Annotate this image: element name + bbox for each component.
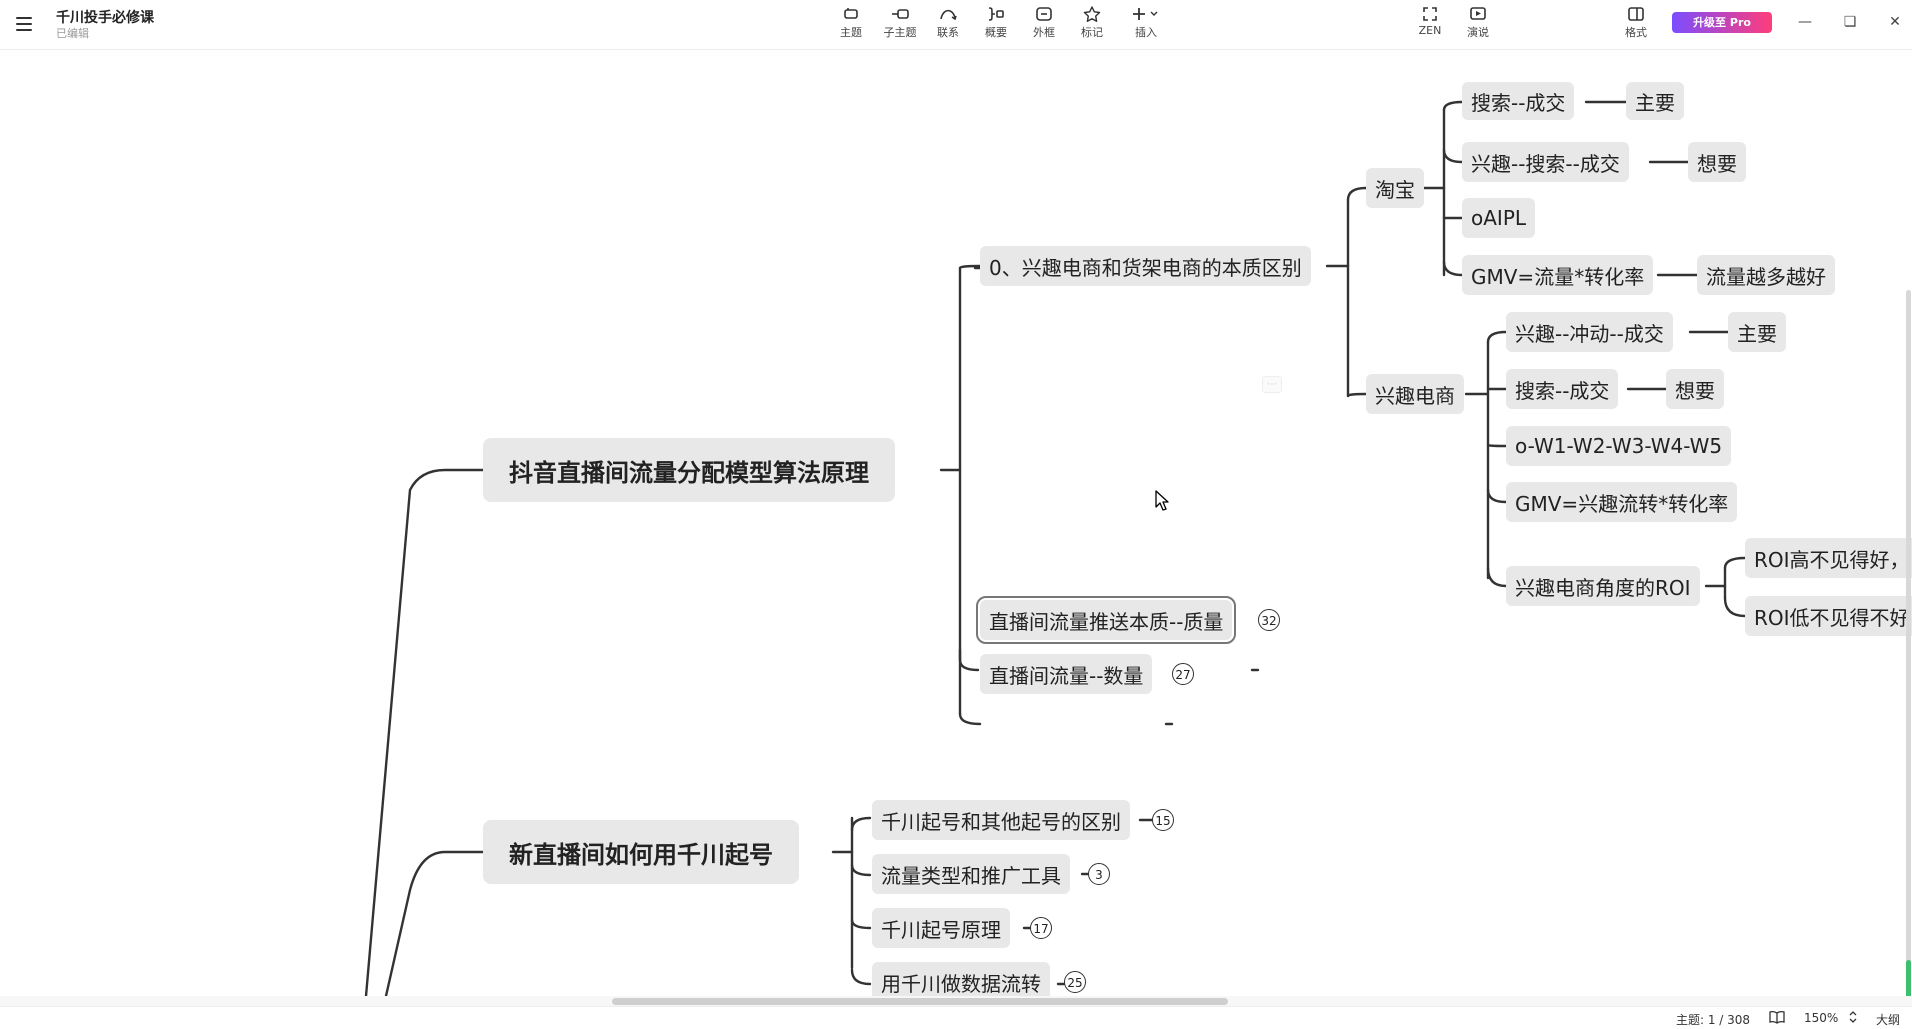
scroll-position-marker [1906,960,1911,1000]
zoom-level[interactable]: 150% [1804,1011,1839,1025]
topic-button[interactable]: 主题 [829,4,873,44]
vertical-scroll-thumb[interactable] [1906,290,1911,970]
top-toolbar: 千川投手必修课 已编辑 主题 子主题 联系 概要 外框 标记 插入 ZEN 演说… [0,0,1912,50]
topic-gmv-traffic[interactable]: GMV=流量*转化率 [1462,255,1654,295]
present-label: 演说 [1467,26,1489,39]
topic-gmv-interest[interactable]: GMV=兴趣流转*转化率 [1506,482,1738,522]
main-topic-qianchuan-start[interactable]: 新直播间如何用千川起号 [483,820,799,884]
mindmap-canvas[interactable]: 抖音直播间流量分配模型算法原理 新直播间如何用千川起号 0、兴趣电商和货架电商的… [0,50,1912,996]
topic-icon [844,8,858,19]
topic-traffic-quality[interactable]: 直播间流量推送本质--质量 [975,596,1237,644]
topic-interest-ecommerce[interactable]: 兴趣电商 [1366,374,1464,414]
vertical-scrollbar[interactable] [1904,50,1912,1000]
horizontal-scrollbar[interactable] [0,996,1912,1006]
minimize-icon[interactable]: — [1798,14,1812,30]
topic-search-deal[interactable]: 搜索--成交 [1506,369,1619,409]
topic-roi-low[interactable]: ROI低不见得不好 [1745,596,1912,636]
drop-hint-ghost: ⋯ [1262,376,1282,393]
plus-icon [1133,8,1158,20]
mouse-cursor-icon [1155,490,1169,511]
boundary-button[interactable]: 外框 [1022,4,1066,44]
topic-ecommerce-difference[interactable]: 0、兴趣电商和货架电商的本质区别 [980,246,1311,286]
document-title[interactable]: 千川投手必修课 [56,10,154,26]
collapsed-count-badge[interactable]: 17 [1030,917,1052,939]
tag-want[interactable]: 想要 [1688,142,1746,182]
topic-data-flow[interactable]: 用千川做数据流转 [872,962,1050,996]
collapsed-count-badge[interactable]: 15 [1152,809,1174,831]
topic-traffic-quantity[interactable]: 直播间流量--数量 [980,654,1153,694]
topic-interest-search-deal[interactable]: 兴趣--搜索--成交 [1462,142,1629,182]
restore-icon[interactable]: ❏ [1843,14,1857,30]
outline-button[interactable]: 大纲 [1876,1013,1901,1027]
subtopic-label: 子主题 [883,26,917,39]
topic-traffic-types-tools[interactable]: 流量类型和推广工具 [872,854,1070,894]
present-button[interactable]: 演说 [1456,4,1500,44]
horizontal-scroll-thumb[interactable] [612,998,1228,1005]
summary-label: 概要 [985,26,1007,39]
summary-icon [988,7,1004,21]
boundary-label: 外框 [1033,26,1055,39]
panel-icon [1628,7,1644,21]
relation-icon [940,9,957,21]
menu-icon[interactable] [12,12,36,36]
topic-qianchuan-difference[interactable]: 千川起号和其他起号的区别 [872,800,1130,840]
subtopic-icon [892,9,909,19]
collapsed-count-badge[interactable]: 25 [1064,971,1086,993]
collapsed-count-badge[interactable]: 32 [1258,609,1280,631]
topic-label: 主题 [840,26,862,39]
collapsed-count-badge[interactable]: 3 [1088,863,1110,885]
book-icon[interactable] [1769,1010,1785,1027]
tag-more-traffic-better[interactable]: 流量越多越好 [1697,255,1835,295]
zen-label: ZEN [1418,24,1442,37]
relation-label: 联系 [937,26,959,39]
star-icon [1083,6,1101,22]
status-bar: 主题: 1 / 308 150% 大纲 [0,1006,1912,1029]
fullscreen-icon [1423,7,1437,21]
close-icon[interactable]: ✕ [1889,14,1901,30]
topic-interest-roi[interactable]: 兴趣电商角度的ROI [1506,566,1700,606]
topic-taobao[interactable]: 淘宝 [1366,168,1424,208]
topic-w-funnel[interactable]: o-W1-W2-W3-W4-W5 [1506,426,1732,466]
insert-label: 插入 [1135,26,1157,39]
topic-search-deal[interactable]: 搜索--成交 [1462,82,1575,120]
tag-main[interactable]: 主要 [1728,312,1786,352]
play-icon [1470,7,1486,20]
topic-interest-impulse-deal[interactable]: 兴趣--冲动--成交 [1506,312,1673,352]
subtopic-button[interactable]: 子主题 [878,4,922,44]
upgrade-pro-button[interactable]: 升级至 Pro [1672,12,1772,33]
relation-button[interactable]: 联系 [926,4,970,44]
format-label: 格式 [1625,26,1647,39]
insert-button[interactable]: 插入 [1122,4,1170,44]
zen-button[interactable]: ZEN [1408,4,1452,44]
topic-count: 主题: 1 / 308 [1676,1013,1751,1027]
document-status: 已编辑 [56,27,89,40]
mindmap-connectors [364,100,1747,996]
format-button[interactable]: 格式 [1614,4,1658,44]
marker-button[interactable]: 标记 [1070,4,1114,44]
collapsed-count-badge[interactable]: 27 [1172,663,1194,685]
boundary-icon [1036,7,1052,21]
topic-qianchuan-principle[interactable]: 千川起号原理 [872,908,1010,948]
tag-main[interactable]: 主要 [1626,82,1684,120]
main-topic-traffic-model[interactable]: 抖音直播间流量分配模型算法原理 [483,438,895,502]
summary-button[interactable]: 概要 [974,4,1018,44]
marker-label: 标记 [1081,26,1103,39]
topic-oaipl[interactable]: oAIPL [1462,198,1536,238]
tag-want[interactable]: 想要 [1666,369,1724,409]
zoom-stepper-icon[interactable] [1848,1009,1858,1028]
topic-roi-high[interactable]: ROI高不见得好， [1745,538,1912,578]
